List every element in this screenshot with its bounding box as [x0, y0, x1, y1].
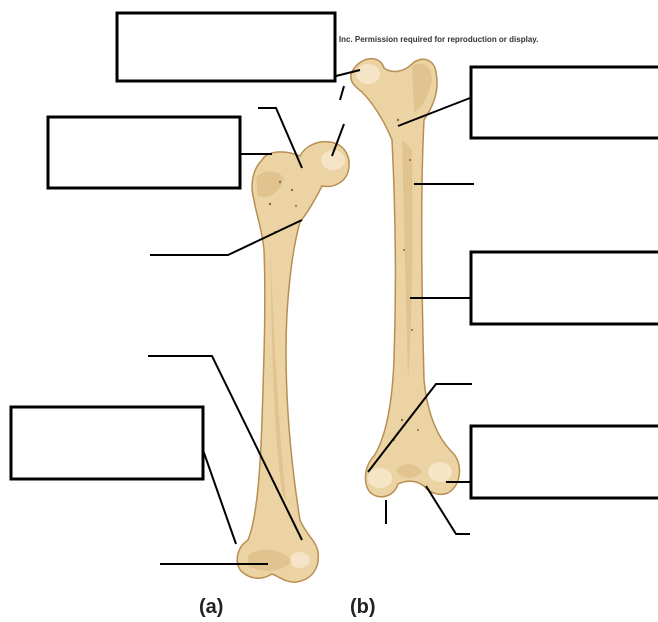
panel-label-b: (b) [350, 596, 376, 618]
label-box-4[interactable] [471, 252, 658, 324]
label-box-3[interactable] [471, 67, 658, 138]
copyright-notice: s, Inc. Permission required for reproduc… [330, 35, 538, 44]
label-box-6[interactable] [471, 426, 658, 498]
leader-line-a-epicondyle-box [203, 450, 236, 544]
label-box-5[interactable] [11, 407, 203, 479]
femur-posterior-view [351, 59, 460, 497]
label-box-1[interactable] [117, 13, 335, 81]
panel-label-a: (a) [199, 596, 223, 618]
femur-anterior-view [237, 142, 349, 582]
leader-line-b-head-stub [340, 86, 344, 100]
label-box-2[interactable] [48, 117, 240, 188]
